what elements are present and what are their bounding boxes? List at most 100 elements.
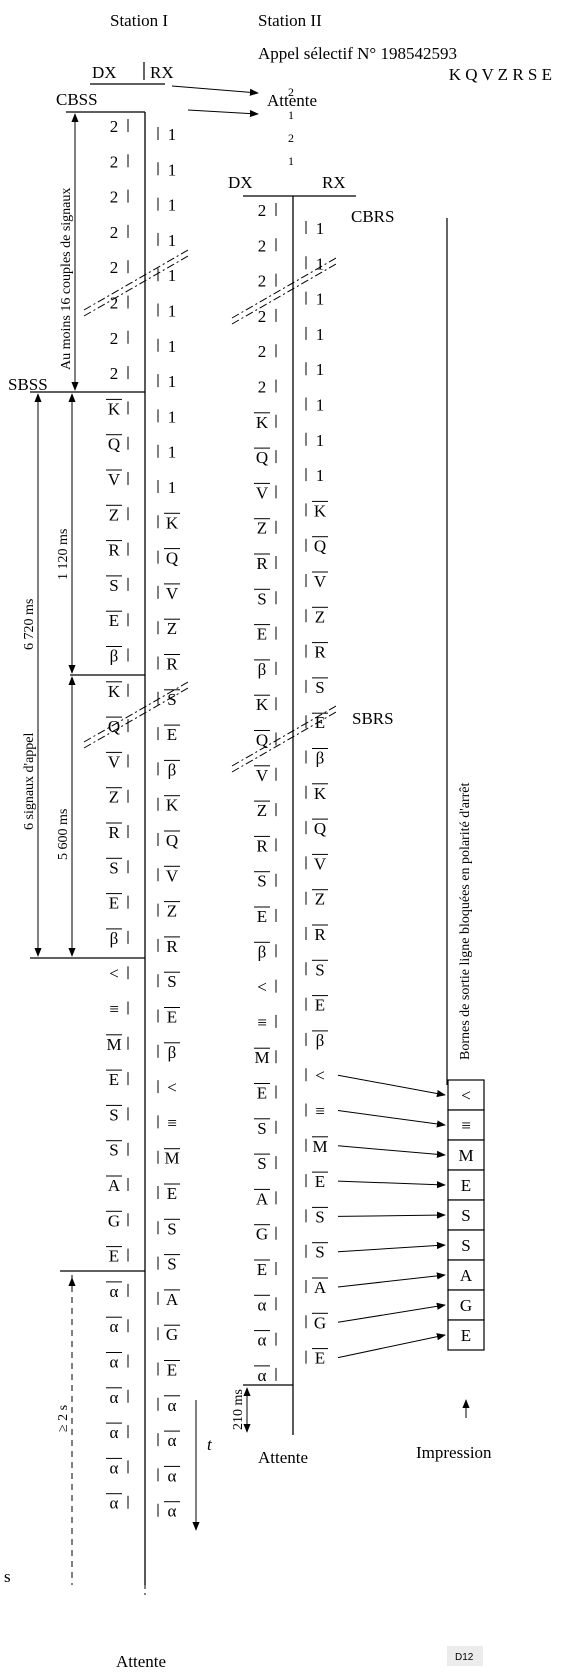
in-transit-digit: 2	[288, 85, 294, 99]
print-arrow	[337, 1180, 446, 1189]
in-transit-digit: 1	[288, 154, 294, 168]
s1-rx-signal: K	[166, 513, 179, 532]
s1-rx-signal: α	[168, 1502, 177, 1521]
printer-character: S	[461, 1206, 470, 1225]
s1-rx-signal: A	[166, 1290, 179, 1309]
s2-dx-signal: S	[257, 1154, 266, 1173]
s1-rx-signal: E	[167, 1361, 177, 1380]
s2-dx-signal: α	[258, 1331, 267, 1350]
waiting-label-middle: Attente	[258, 1448, 308, 1467]
s1-dx-signal: 2	[110, 364, 119, 383]
s2-rx-signal: 1	[316, 290, 325, 309]
print-arrow	[337, 1302, 446, 1323]
call-code-letters: K Q V Z R S E	[449, 65, 552, 84]
s2-dx-signal: Z	[257, 801, 267, 820]
signal-sequences: 22222222KQVZRSEβKQVZRSEβ<≡MESSAGEααααααα…	[106, 85, 446, 1521]
s1-dx-signal: V	[108, 752, 121, 771]
s1-dx-signal: E	[109, 1247, 119, 1266]
print-arrow	[337, 1074, 446, 1098]
s2-rx-signal: A	[314, 1278, 327, 1297]
s1-rx-signal: β	[168, 760, 177, 779]
in-transit-digit: 2	[288, 131, 294, 145]
s1-rx-signal: <	[167, 1078, 177, 1097]
s2-rx-signal: M	[312, 1137, 327, 1156]
s1-rx-signal: S	[167, 1219, 176, 1238]
print-arrow	[337, 1211, 446, 1219]
s1-rx-signal: M	[164, 1149, 179, 1168]
s2-rx-signal: E	[315, 1172, 325, 1191]
s2-rx-signal: ≡	[315, 1102, 325, 1121]
s2-dx-signal: Q	[256, 731, 268, 750]
s1-dx-signal: 2	[110, 117, 119, 136]
station-1-rx-label: RX	[150, 63, 174, 82]
sbss-label: SBSS	[8, 375, 48, 394]
s1-dx-signal: R	[108, 541, 120, 560]
s1-rx-signal: V	[166, 584, 179, 603]
s1-rx-signal: R	[166, 937, 178, 956]
station-2-rx-label: RX	[322, 173, 346, 192]
printer-cell	[447, 1289, 485, 1321]
s2-rx-signal: Q	[314, 819, 326, 838]
waiting-label-bottom: Attente	[116, 1652, 166, 1671]
printing-label: Impression	[416, 1443, 492, 1462]
printer-character: E	[461, 1176, 471, 1195]
s1-rx-signal: 1	[168, 160, 177, 179]
duration-210ms-label: 210 ms	[231, 1389, 246, 1430]
s2-dx-signal: Q	[256, 448, 268, 467]
s2-dx-signal: 2	[258, 272, 267, 291]
s1-dx-signal: ≡	[109, 1000, 119, 1019]
break-mark-1a	[83, 249, 189, 311]
s2-dx-signal: β	[258, 942, 267, 961]
s2-rx-signal: V	[314, 854, 327, 873]
s1-dx-signal: 2	[110, 223, 119, 242]
s1-dx-signal: G	[108, 1211, 120, 1230]
transmit-arrow-1	[171, 85, 259, 96]
figure-code-tag	[447, 1646, 483, 1666]
s1-dx-signal: α	[110, 1388, 119, 1407]
s1-rx-signal: V	[166, 866, 179, 885]
s2-rx-signal: E	[315, 713, 325, 732]
s2-rx-signal: 1	[316, 396, 325, 415]
s1-dx-signal: M	[106, 1035, 121, 1054]
duration-6720ms-label: 6 720 ms	[22, 599, 37, 650]
s1-dx-signal: <	[109, 964, 119, 983]
s2-dx-signal: R	[256, 836, 268, 855]
s1-rx-signal: α	[168, 1431, 177, 1450]
min-16-pairs-label: Au moins 16 couples de signaux	[59, 188, 74, 370]
s1-dx-signal: E	[109, 894, 119, 913]
s1-rx-signal: 1	[168, 407, 177, 426]
s2-dx-signal: α	[258, 1366, 267, 1385]
cbss-label: CBSS	[56, 90, 98, 109]
s1-dx-signal: α	[110, 1423, 119, 1442]
printer-character: <	[461, 1086, 471, 1105]
s2-rx-signal: Z	[315, 607, 325, 626]
s1-dx-signal: α	[110, 1353, 119, 1372]
s1-dx-signal: α	[110, 1458, 119, 1477]
s1-rx-signal: G	[166, 1325, 178, 1344]
s1-rx-signal: 1	[168, 231, 177, 250]
s2-rx-signal: V	[314, 572, 327, 591]
print-arrow	[337, 1241, 446, 1253]
break-mark-2a	[83, 681, 189, 743]
printer-cell	[447, 1319, 485, 1351]
s2-rx-signal: S	[315, 1207, 324, 1226]
six-call-signals-label: 6 signaux d'appel	[22, 732, 37, 830]
s1-dx-signal: β	[110, 929, 119, 948]
s1-rx-signal: S	[167, 690, 176, 709]
s1-dx-signal: S	[109, 1141, 118, 1160]
s1-rx-signal: 1	[168, 478, 177, 497]
s1-dx-signal: K	[108, 682, 121, 701]
s1-dx-signal: E	[109, 611, 119, 630]
transmit-arrow-2	[187, 109, 259, 118]
duration-5600ms-label: 5 600 ms	[56, 809, 71, 860]
station-1-dx-label: DX	[92, 63, 117, 82]
printer-character: M	[458, 1146, 473, 1165]
s2-rx-signal: E	[315, 996, 325, 1015]
printer-character: G	[460, 1296, 472, 1315]
s1-dx-signal: 2	[110, 329, 119, 348]
s1-rx-signal: R	[166, 655, 178, 674]
s1-rx-signal: 1	[168, 125, 177, 144]
s2-rx-signal: Q	[314, 537, 326, 556]
s1-dx-signal: Z	[109, 788, 119, 807]
